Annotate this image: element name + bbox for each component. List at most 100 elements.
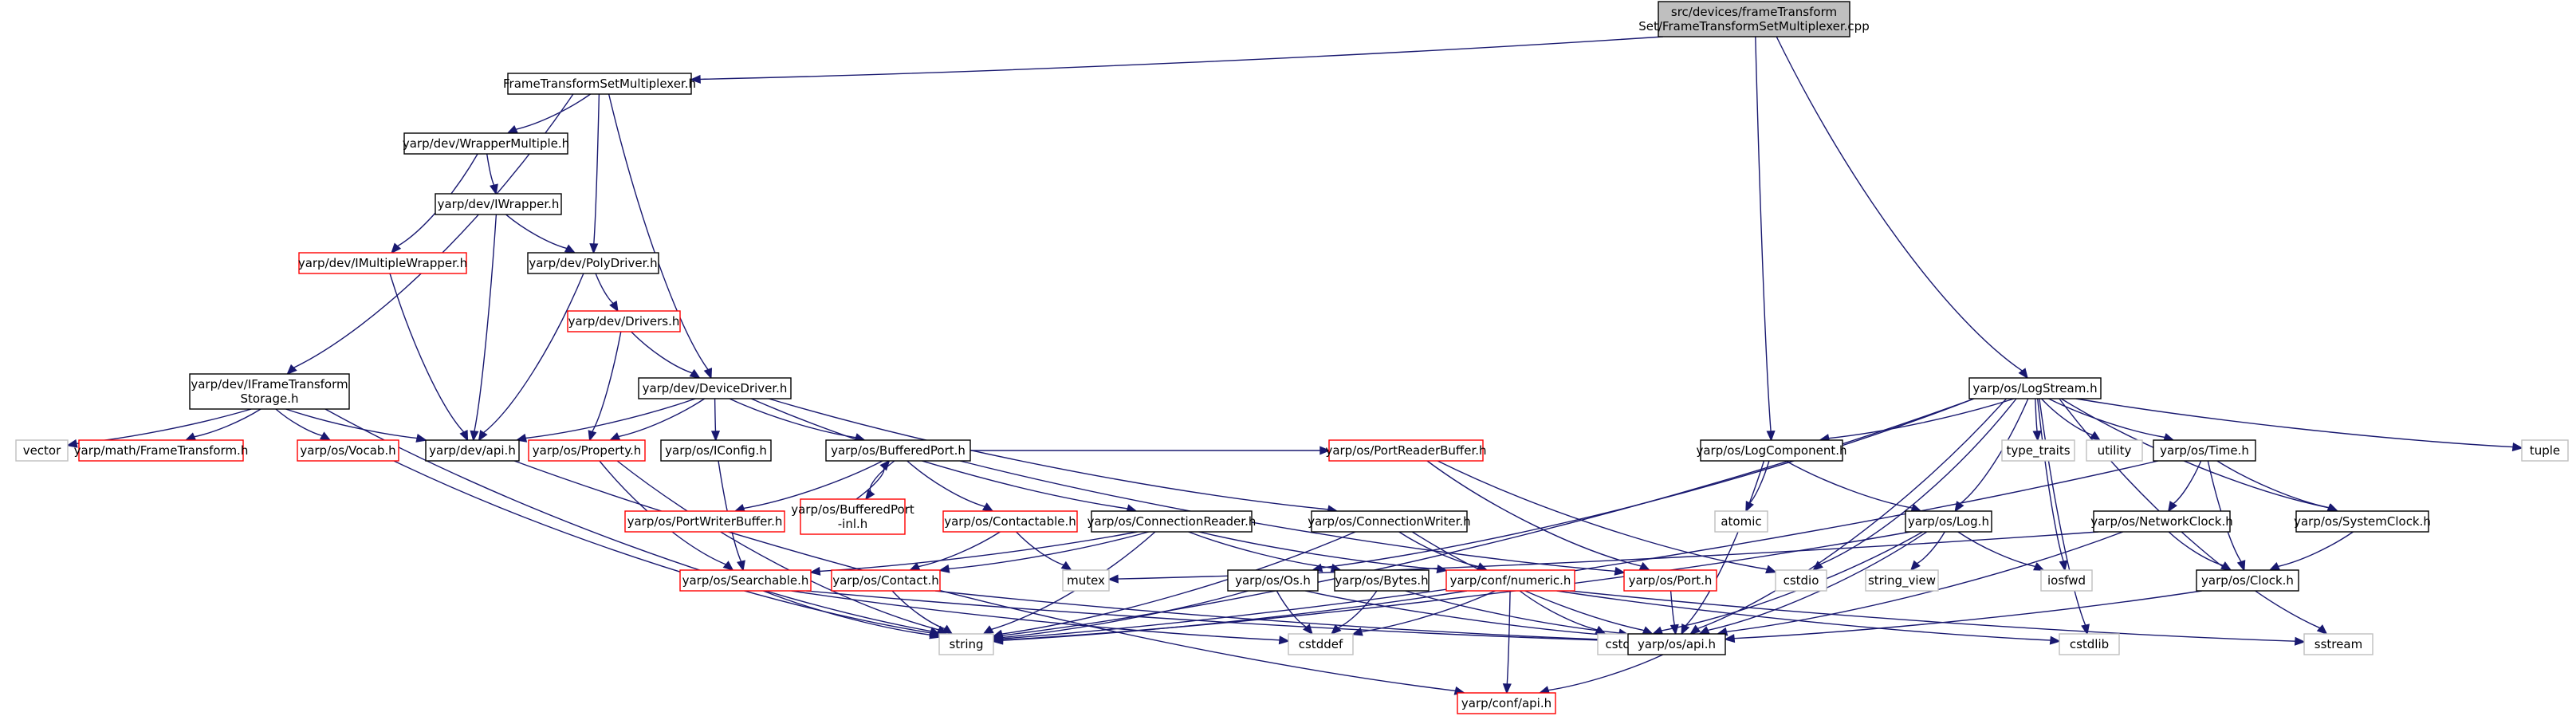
node-contactable[interactable]: yarp/os/Contactable.h: [942, 510, 1078, 533]
edge-arrowhead: [2236, 560, 2246, 572]
node-box: [1091, 510, 1253, 533]
edge-line: [1556, 590, 2051, 641]
node-logstream[interactable]: yarp/os/LogStream.h: [1968, 377, 2102, 399]
edge-line: [1685, 460, 1765, 627]
edge-arrowhead: [2089, 431, 2102, 442]
node-clock[interactable]: yarp/os/Clock.h: [2196, 569, 2299, 592]
node-iconfig[interactable]: yarp/os/IConfig.h: [660, 439, 772, 462]
edge-arrowhead: [1278, 635, 1290, 645]
edge-line: [1001, 460, 2159, 639]
node-tuple[interactable]: tuple: [2521, 439, 2569, 462]
edge-arrowhead: [703, 368, 713, 380]
node-netclock[interactable]: yarp/os/NetworkClock.h: [2090, 510, 2233, 533]
edge-arrowhead: [929, 630, 941, 639]
node-connwriter[interactable]: yarp/os/ConnectionWriter.h: [1308, 510, 1471, 533]
node-wrapmult[interactable]: yarp/dev/WrapperMultiple.h: [403, 132, 569, 155]
node-box: [2086, 439, 2143, 462]
node-ftsm[interactable]: FrameTransformSetMultiplexer.h: [503, 73, 696, 95]
edge-arrowhead: [1765, 565, 1777, 574]
edge-line: [483, 273, 584, 434]
edge-numeric-to-confapi: [1502, 590, 1512, 694]
node-box: [2521, 439, 2569, 462]
node-bufportinl[interactable]: yarp/os/BufferedPort-inl.h: [791, 498, 914, 535]
edge-iftstorage-to-devapi: [285, 408, 427, 443]
edge-line: [1506, 590, 1511, 685]
node-label: yarp/os/Log.h: [1908, 514, 1989, 529]
node-typetraits[interactable]: type_traits: [2001, 439, 2075, 462]
node-box: [189, 373, 350, 410]
edge-arrowhead: [1595, 625, 1607, 635]
node-cstdlib[interactable]: cstdlib: [2059, 633, 2120, 655]
node-numeric[interactable]: yarp/conf/numeric.h: [1445, 569, 1575, 592]
edge-line: [393, 460, 931, 634]
node-property[interactable]: yarp/os/Property.h: [528, 439, 646, 462]
edge-line: [991, 531, 1156, 631]
edge-line: [1959, 398, 2029, 505]
edge-arrowhead: [490, 183, 498, 195]
edge-line: [486, 153, 495, 186]
node-confapi[interactable]: yarp/conf/api.h: [1457, 692, 1556, 714]
node-vocab[interactable]: yarp/os/Vocab.h: [297, 439, 399, 462]
node-label: cstdlib: [2070, 637, 2109, 651]
edge-line: [1519, 590, 1598, 631]
node-os[interactable]: yarp/os/Os.h: [1227, 569, 1319, 592]
node-string[interactable]: string: [938, 633, 994, 655]
node-cstdio[interactable]: cstdio: [1775, 569, 1827, 592]
node-box: [1700, 439, 1843, 462]
edge-line: [76, 408, 252, 445]
edge-arrowhead: [982, 625, 994, 635]
node-logcomp[interactable]: yarp/os/LogComponent.h: [1696, 439, 1847, 462]
edge-line: [918, 531, 1001, 568]
node-label: src/devices/frameTransform: [1671, 5, 1837, 19]
node-mutex[interactable]: mutex: [1062, 569, 1110, 592]
node-osapi[interactable]: yarp/os/api.h: [1627, 633, 1726, 655]
node-box: [1457, 692, 1556, 714]
node-root[interactable]: src/devices/frameTransformSet/FrameTrans…: [1638, 1, 1870, 37]
node-devapi[interactable]: yarp/dev/api.h: [425, 439, 520, 462]
node-devicedriver[interactable]: yarp/dev/DeviceDriver.h: [638, 377, 792, 399]
node-atomic[interactable]: atomic: [1714, 510, 1768, 533]
node-sstream[interactable]: sstream: [2303, 633, 2373, 655]
node-bytes[interactable]: yarp/os/Bytes.h: [1334, 569, 1430, 592]
node-connreader[interactable]: yarp/os/ConnectionReader.h: [1087, 510, 1257, 533]
edge-arrowhead: [938, 564, 950, 573]
node-drivers[interactable]: yarp/dev/Drivers.h: [567, 310, 681, 332]
node-log[interactable]: yarp/os/Log.h: [1905, 510, 1992, 533]
node-vector[interactable]: vector: [15, 439, 69, 462]
edge-line: [1304, 590, 1620, 637]
node-contact[interactable]: yarp/os/Contact.h: [831, 569, 941, 592]
node-mathft[interactable]: yarp/math/FrameTransform.h: [74, 439, 249, 462]
edge-line: [505, 214, 568, 250]
node-cstddef[interactable]: cstddef: [1288, 633, 1354, 655]
edge-line: [1188, 531, 1332, 569]
node-port[interactable]: yarp/os/Port.h: [1623, 569, 1717, 592]
edge-ftsm-to-polydriver: [589, 93, 600, 254]
edge-logstream-to-typetraits: [2032, 398, 2042, 442]
node-time[interactable]: yarp/os/Time.h: [2153, 439, 2256, 462]
node-stringview[interactable]: string_view: [1865, 569, 1939, 592]
edge-bytes-to-cstddef: [1330, 590, 1378, 635]
node-bufport[interactable]: yarp/os/BufferedPort.h: [825, 439, 971, 462]
node-label: yarp/os/SystemClock.h: [2294, 514, 2431, 529]
node-label: yarp/os/api.h: [1638, 637, 1716, 651]
node-iwrapper[interactable]: yarp/dev/IWrapper.h: [435, 193, 562, 215]
node-sysclock[interactable]: yarp/os/SystemClock.h: [2294, 510, 2431, 533]
node-searchable[interactable]: yarp/os/Searchable.h: [679, 569, 812, 592]
edge-arrowhead: [1502, 683, 1512, 694]
node-utility[interactable]: utility: [2086, 439, 2143, 462]
edge-arrowhead: [2049, 635, 2061, 645]
node-box: [638, 377, 792, 399]
node-label: yarp/math/FrameTransform.h: [74, 443, 249, 458]
edge-log-to-iosfwd: [1957, 531, 2045, 571]
node-imultwrap[interactable]: yarp/dev/IMultipleWrapper.h: [298, 252, 467, 274]
node-iosfwd[interactable]: iosfwd: [2040, 569, 2093, 592]
node-polydriver[interactable]: yarp/dev/PolyDriver.h: [527, 252, 659, 274]
edge-os-to-cstddef: [1276, 590, 1313, 635]
edge-arrowhead: [588, 430, 597, 442]
edge-line: [474, 214, 498, 432]
edge-arrowhead: [689, 368, 701, 380]
edge-arrowhead: [1766, 431, 1776, 442]
node-prbuf[interactable]: yarp/os/PortReaderBuffer.h: [1325, 439, 1487, 462]
node-pwbuf[interactable]: yarp/os/PortWriterBuffer.h: [624, 510, 785, 533]
